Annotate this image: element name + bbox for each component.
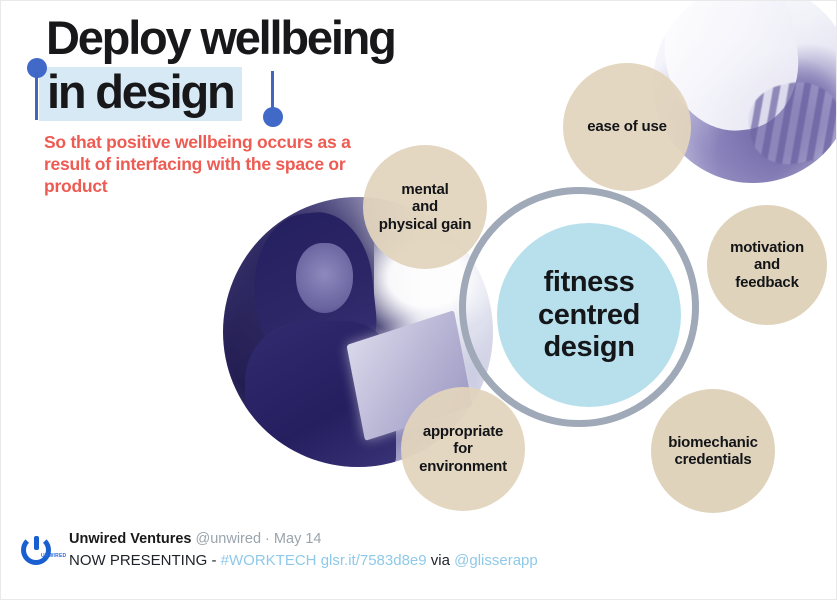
tweet-display-name[interactable]: Unwired Ventures [69,531,192,547]
tweet-url[interactable]: glsr.it/7583d8e9 [320,552,427,570]
selection-knob-icon [263,107,283,127]
tweet-date[interactable]: May 14 [273,531,322,547]
tweet-text-row: NOW PRESENTING - #WORKTECH glsr.it/7583d… [69,550,828,572]
bubble-ease-of-use: ease of use [563,63,691,191]
tweet-via-label: via [426,552,455,570]
power-u-icon [21,535,51,565]
selection-knob-icon [27,58,47,78]
avatar-wordmark: UNWIRED [41,553,67,559]
selection-caret-bar [271,71,274,113]
bubble-biomechanic-credentials: biomechanic credentials [651,389,775,513]
diagram-ring [459,187,699,427]
bubble-motivation-and-feedback: motivation and feedback [707,205,827,325]
bubble-appropriate-for-environment: appropriate for environment [401,387,525,511]
bubble-mental-and-physical-gain: mental and physical gain [363,145,487,269]
tweet-meta-row: Unwired Ventures @unwired · May 14 [69,529,828,549]
tweet-hashtag[interactable]: #WORKTECH [220,552,317,570]
headline-line-2-wrapper: in design [39,67,242,121]
subheadline-text: So that positive wellbeing occurs as a r… [44,132,351,197]
tweet-body: Unwired Ventures @unwired · May 14 NOW P… [69,529,828,572]
headline-line-1: Deploy wellbeing [46,11,397,64]
headline-line-2-highlighted: in design [39,67,242,121]
diagram-core-label: fitness centred design [538,265,640,364]
diagram-core-circle: fitness centred design [497,223,681,407]
photo-face-shape [295,242,353,314]
tweet-handle[interactable]: @unwired [195,531,262,547]
tweet-separator: · [265,531,270,547]
tweet-footer: UNWIRED Unwired Ventures @unwired · May … [1,513,836,599]
presentation-slide: fitness centred design ease of use menta… [1,1,836,513]
power-stem-icon [34,536,39,550]
tweet-mention[interactable]: @glisserapp [454,552,538,570]
avatar[interactable]: UNWIRED [19,533,66,573]
tweet-text-prefix: NOW PRESENTING - [69,552,221,570]
selection-caret-bar [35,72,38,120]
